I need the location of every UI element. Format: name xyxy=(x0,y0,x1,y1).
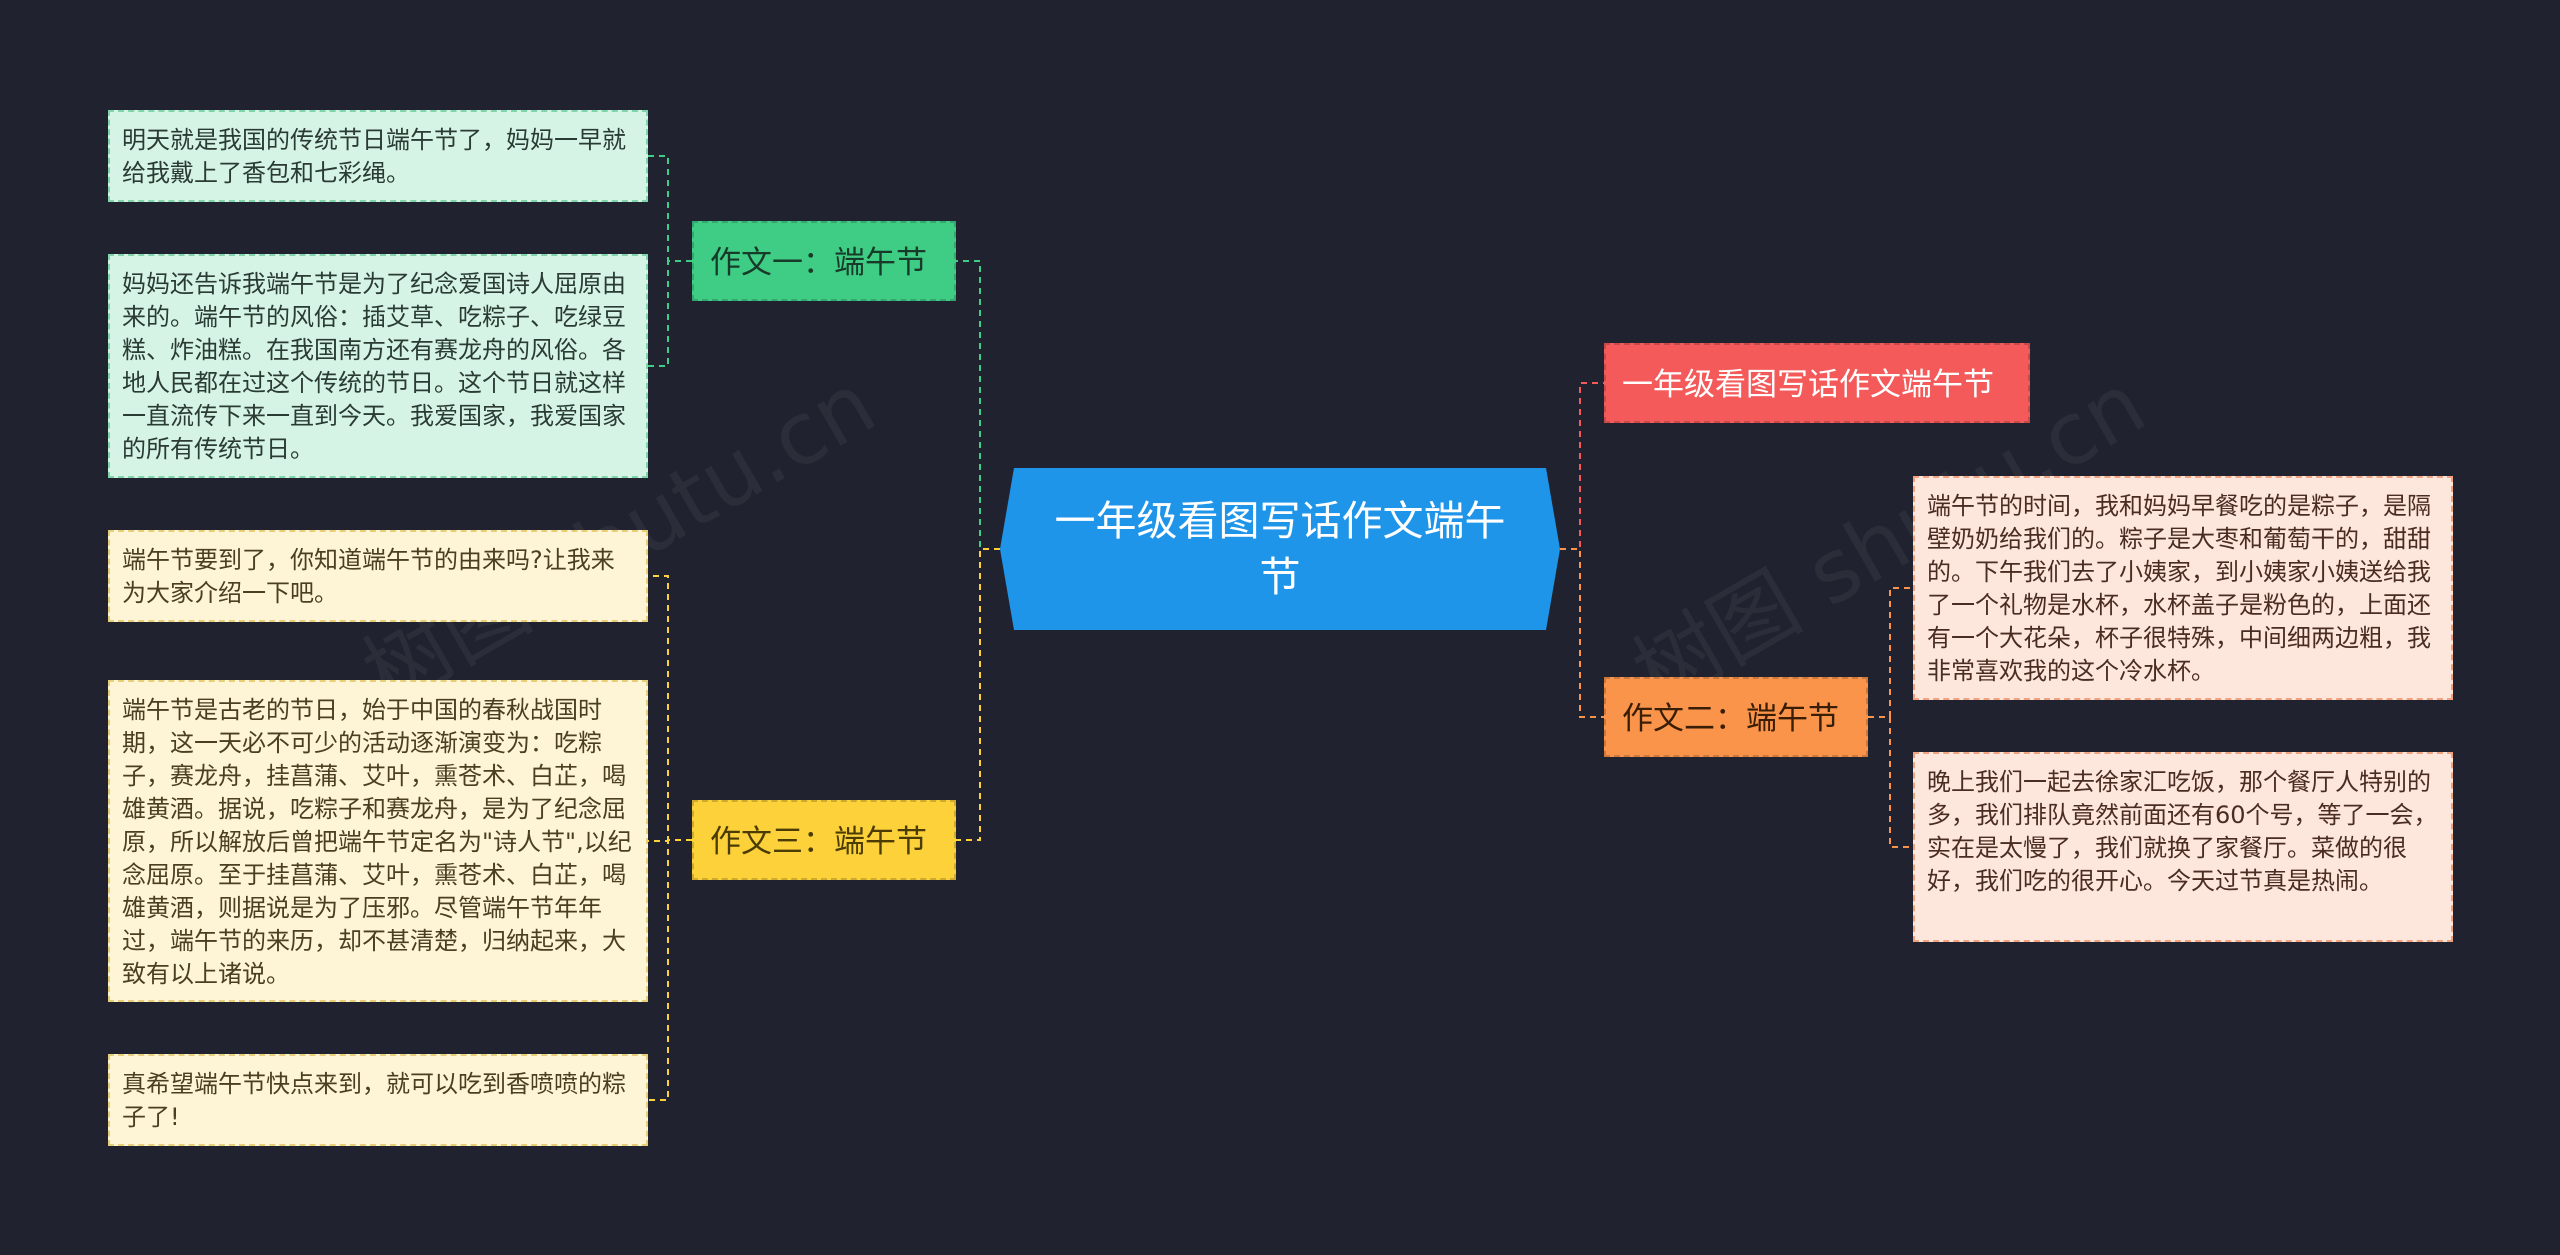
link-essay2-leaf2 xyxy=(1868,716,1913,848)
link-essay3-leaf1 xyxy=(648,575,692,841)
branch-essay2[interactable]: 作文二：端午节 xyxy=(1604,677,1868,757)
branch-title-node-title: 一年级看图写话作文端午节 xyxy=(1622,367,1994,403)
branch-essay2-title: 作文二：端午节 xyxy=(1622,701,1839,737)
link-root-essay1 xyxy=(956,260,1000,550)
leaf-essay2-1[interactable]: 端午节的时间，我和妈妈早餐吃的是粽子，是隔壁奶奶给我们的。粽子是大枣和葡萄干的，… xyxy=(1913,476,2453,700)
root-title: 一年级看图写话作文端午节 xyxy=(1054,497,1506,601)
link-essay1-leaf1 xyxy=(648,155,692,262)
branch-essay1[interactable]: 作文一：端午节 xyxy=(692,221,956,301)
link-essay3-leaf3 xyxy=(648,839,692,1101)
link-root-essay3 xyxy=(956,548,1000,841)
link-essay1-leaf2 xyxy=(648,260,692,367)
branch-title-node[interactable]: 一年级看图写话作文端午节 xyxy=(1604,343,2030,423)
leaf-essay3-1[interactable]: 端午节要到了，你知道端午节的由来吗?让我来为大家介绍一下吧。 xyxy=(108,530,648,622)
branch-essay3-title: 作文三：端午节 xyxy=(710,824,927,860)
leaf-essay3-2[interactable]: 端午节是古老的节日，始于中国的春秋战国时期，这一天必不可少的活动逐渐演变为：吃粽… xyxy=(108,680,648,1002)
branch-essay1-title: 作文一：端午节 xyxy=(710,245,927,281)
leaf-essay3-3[interactable]: 真希望端午节快点来到，就可以吃到香喷喷的粽子了! xyxy=(108,1054,648,1146)
root-node[interactable]: 一年级看图写话作文端午节 xyxy=(1000,468,1560,630)
leaf-essay1-1[interactable]: 明天就是我国的传统节日端午节了，妈妈一早就给我戴上了香包和七彩绳。 xyxy=(108,110,648,202)
link-root-essay2 xyxy=(1560,548,1604,718)
leaf-essay1-2[interactable]: 妈妈还告诉我端午节是为了纪念爱国诗人屈原由来的。端午节的风俗：插艾草、吃粽子、吃… xyxy=(108,254,648,478)
link-root-title xyxy=(1560,382,1604,550)
leaf-essay2-2[interactable]: 晚上我们一起去徐家汇吃饭，那个餐厅人特别的多，我们排队竟然前面还有60个号，等了… xyxy=(1913,752,2453,942)
branch-essay3[interactable]: 作文三：端午节 xyxy=(692,800,956,880)
